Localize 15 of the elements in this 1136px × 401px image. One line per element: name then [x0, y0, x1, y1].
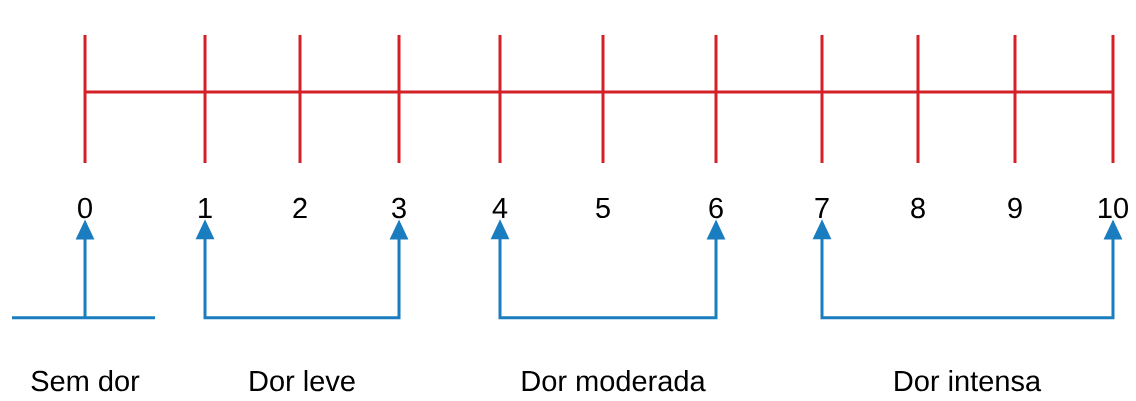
scale-number: 0 — [78, 197, 92, 219]
scale-number: 10 — [1099, 197, 1128, 219]
category-label: Dor leve — [250, 369, 355, 392]
category-label: Sem dor — [31, 369, 140, 392]
scale-number: 5 — [596, 197, 610, 219]
category-label: Dor intensa — [895, 369, 1042, 392]
scale-number: 6 — [709, 197, 723, 219]
scale-number: 9 — [1008, 197, 1022, 219]
scale-number: 8 — [911, 197, 925, 219]
category-label: Dor moderada — [522, 369, 706, 392]
scale-number: 2 — [293, 197, 307, 219]
scale-number: 4 — [492, 198, 508, 218]
scale-number: 7 — [815, 198, 829, 218]
scale-number: 1 — [199, 198, 212, 218]
scale-number: 3 — [392, 197, 406, 219]
